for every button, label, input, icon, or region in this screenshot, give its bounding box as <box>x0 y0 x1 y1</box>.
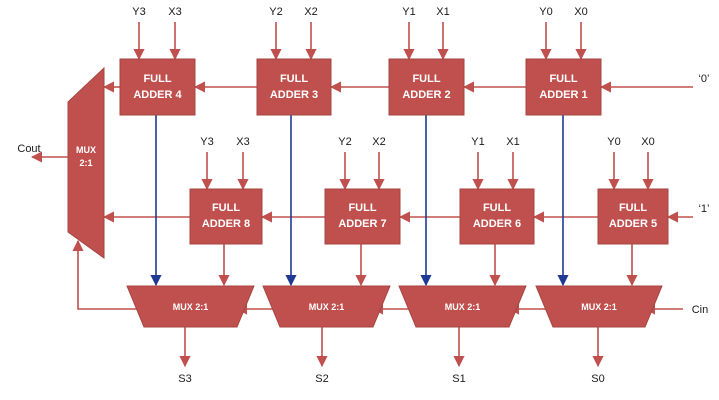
carry-mux-line2: 2:1 <box>79 158 92 168</box>
sum-mux-s1: MUX 2:1 <box>398 285 527 328</box>
full-adder-7-line1: FULL <box>348 202 376 214</box>
fa7-input-y: Y2 <box>338 136 351 148</box>
full-adder-1-line2: ADDER 1 <box>539 89 587 101</box>
sum-output-s3: S3 <box>178 373 191 385</box>
carry-in-zero-label: ‘0’ <box>698 73 709 85</box>
full-adder-5-line1: FULL <box>619 202 647 214</box>
sum-mux-s0-label: MUX 2:1 <box>581 302 617 312</box>
fa8-input-y: Y3 <box>200 136 213 148</box>
sum-mux-s2-label: MUX 2:1 <box>309 302 345 312</box>
full-adder-4-line1: FULL <box>143 73 171 85</box>
fa8-input-x: X3 <box>236 136 249 148</box>
full-adder-1: FULL ADDER 1 <box>525 58 602 116</box>
full-adder-1-line1: FULL <box>549 73 577 85</box>
fa3-input-y: Y2 <box>269 6 282 18</box>
full-adder-5-line2: ADDER 5 <box>609 218 657 230</box>
row2-input-labels: Y3 X3 Y2 X2 Y1 X1 Y0 X0 <box>200 136 654 148</box>
sum-mux-s3: MUX 2:1 <box>126 285 255 328</box>
full-adder-2-line1: FULL <box>412 73 440 85</box>
sum-mux-s3-label: MUX 2:1 <box>173 302 209 312</box>
fa4-input-x: X3 <box>168 6 181 18</box>
sum-mux-s1-label: MUX 2:1 <box>445 302 481 312</box>
full-adder-2: FULL ADDER 2 <box>388 58 465 116</box>
fa5-input-x: X0 <box>641 136 654 148</box>
sum-output-s2: S2 <box>315 373 328 385</box>
carry-in-one-label: ‘1’ <box>698 203 709 215</box>
sum-output-s0: S0 <box>591 373 604 385</box>
full-adder-6: FULL ADDER 6 <box>459 188 535 245</box>
full-adder-4: FULL ADDER 4 <box>119 58 196 116</box>
fa1-input-y: Y0 <box>539 6 552 18</box>
fa2-input-x: X1 <box>436 6 449 18</box>
full-adder-7: FULL ADDER 7 <box>324 188 401 245</box>
fa6-input-x: X1 <box>506 136 519 148</box>
sum-mux-s0: MUX 2:1 <box>535 285 663 328</box>
full-adder-8-line1: FULL <box>212 202 240 214</box>
fa2-input-y: Y1 <box>402 6 415 18</box>
fa4-input-y: Y3 <box>132 6 145 18</box>
full-adder-3-line2: ADDER 3 <box>270 89 318 101</box>
full-adder-8: FULL ADDER 8 <box>189 188 263 245</box>
full-adder-5: FULL ADDER 5 <box>597 188 669 245</box>
carry-mux-line1: MUX <box>76 145 96 155</box>
fa1-input-x: X0 <box>574 6 587 18</box>
cout-label: Cout <box>17 143 40 155</box>
full-adder-2-line2: ADDER 2 <box>402 89 450 101</box>
sum-output-s1: S1 <box>452 373 465 385</box>
sum-mux-s2: MUX 2:1 <box>262 285 391 328</box>
full-adder-3: FULL ADDER 3 <box>256 58 332 116</box>
full-adder-7-line2: ADDER 7 <box>338 218 386 230</box>
full-adder-6-line1: FULL <box>483 202 511 214</box>
sum-output-labels: S3 S2 S1 S0 <box>178 373 604 385</box>
fa7-input-x: X2 <box>372 136 385 148</box>
full-adder-8-line2: ADDER 8 <box>202 218 250 230</box>
cin-label: Cin <box>692 304 709 316</box>
full-adder-6-line2: ADDER 6 <box>473 218 521 230</box>
carry-mux: MUX 2:1 <box>67 66 105 259</box>
row1-input-labels: Y3 X3 Y2 X2 Y1 X1 Y0 X0 <box>132 6 587 18</box>
fa6-input-y: Y1 <box>471 136 484 148</box>
fa3-input-x: X2 <box>304 6 317 18</box>
full-adder-3-line1: FULL <box>280 73 308 85</box>
full-adder-4-line2: ADDER 4 <box>133 89 182 101</box>
fa5-input-y: Y0 <box>607 136 620 148</box>
